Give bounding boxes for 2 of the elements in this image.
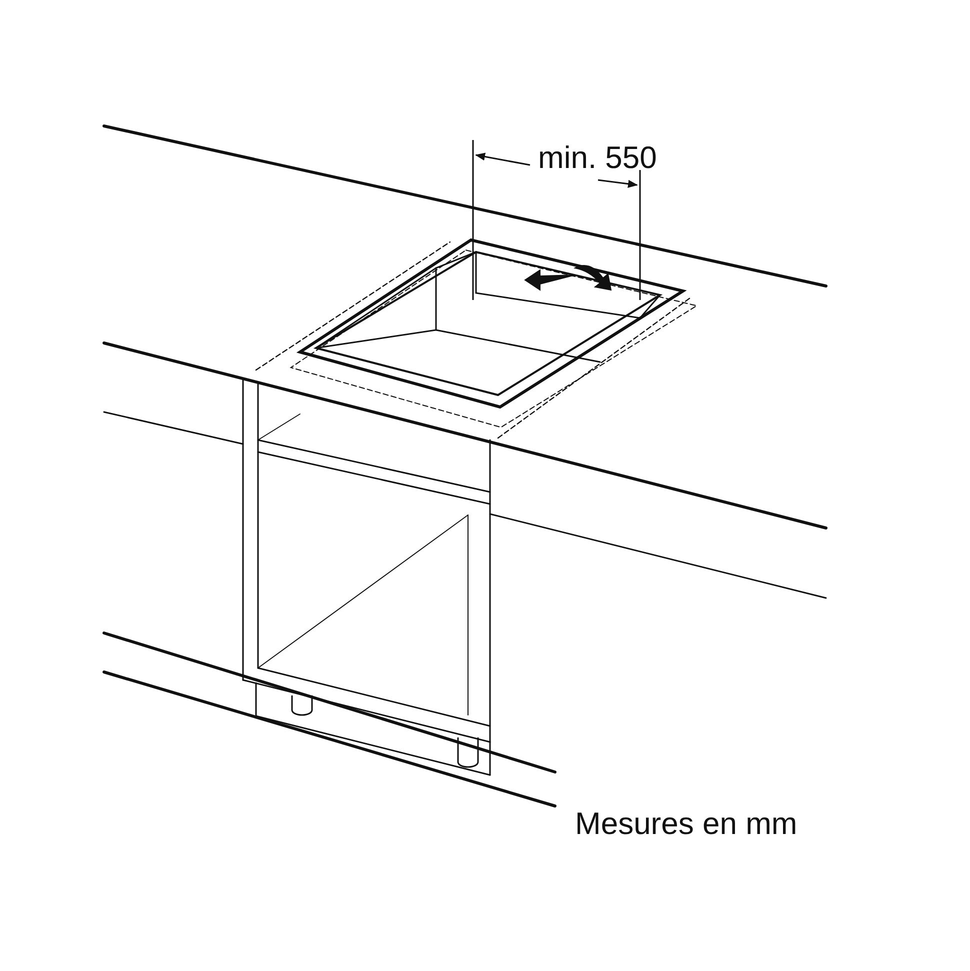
dimension-label: min. 550 xyxy=(538,142,657,173)
units-note: Mesures en mm xyxy=(575,808,798,839)
